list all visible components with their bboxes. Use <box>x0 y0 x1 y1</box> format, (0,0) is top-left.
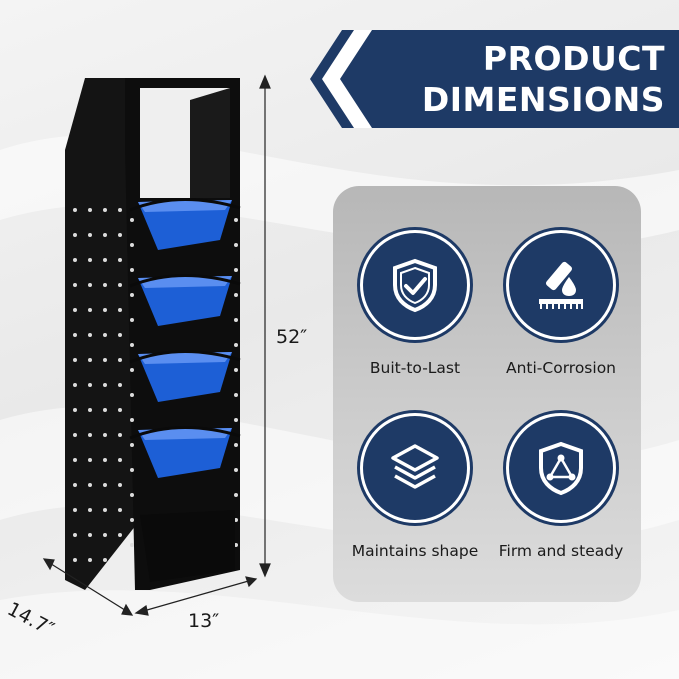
feature-label: Buit-to-Last <box>369 359 461 377</box>
feature-label: Firm and steady <box>498 542 624 560</box>
feature-circle <box>363 233 467 337</box>
feature-circle <box>509 233 613 337</box>
feature-circle <box>509 416 613 520</box>
feature-maintains-shape: Maintains shape <box>340 416 490 560</box>
width-dimension: 13″ <box>188 610 220 632</box>
feature-firm-and-steady: Firm and steady <box>486 416 636 560</box>
anti-corrosion-icon <box>539 261 583 309</box>
banner-title-line2: DIMENSIONS <box>421 80 665 119</box>
banner-shape <box>310 30 679 128</box>
banner-title-line1: PRODUCT <box>482 39 665 78</box>
layers-icon <box>391 444 439 489</box>
feature-label: Maintains shape <box>351 542 479 560</box>
shelf-illustration <box>65 78 241 590</box>
height-dimension: 52″ <box>276 326 308 348</box>
feature-label: Anti-Corrosion <box>505 359 616 377</box>
blue-bins <box>138 200 232 478</box>
feature-anti-corrosion: Anti-Corrosion <box>486 233 636 377</box>
shield-triangle-icon <box>539 441 583 496</box>
title-banner: PRODUCT DIMENSIONS <box>310 30 679 128</box>
feature-circle <box>363 416 467 520</box>
feature-built-to-last: Buit-to-Last <box>340 233 490 377</box>
shield-check-icon <box>393 258 437 313</box>
